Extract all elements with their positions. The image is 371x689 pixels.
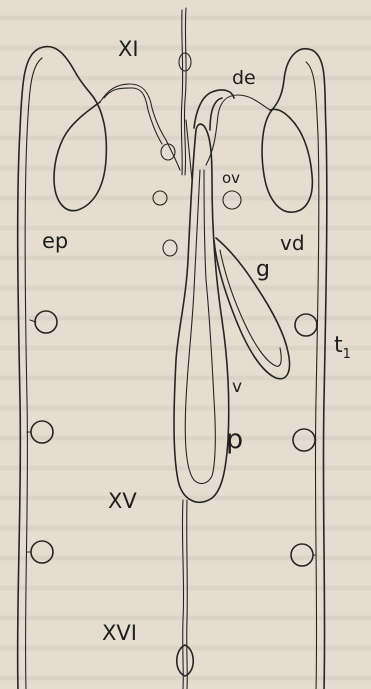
label-t-main: t: [334, 333, 343, 358]
label-segment-xvi: XVI: [102, 621, 137, 645]
label-ep: ep: [42, 229, 68, 253]
label-segment-xv: XV: [108, 489, 137, 513]
label-ov: ov: [222, 169, 240, 187]
label-t-subscript: 1: [343, 347, 351, 362]
label-segment-xi: XI: [118, 37, 139, 61]
label-p: p: [226, 424, 243, 455]
label-v: v: [232, 377, 242, 397]
label-vd: vd: [280, 231, 305, 255]
label-de: de: [232, 67, 256, 89]
label-g: g: [256, 257, 270, 282]
